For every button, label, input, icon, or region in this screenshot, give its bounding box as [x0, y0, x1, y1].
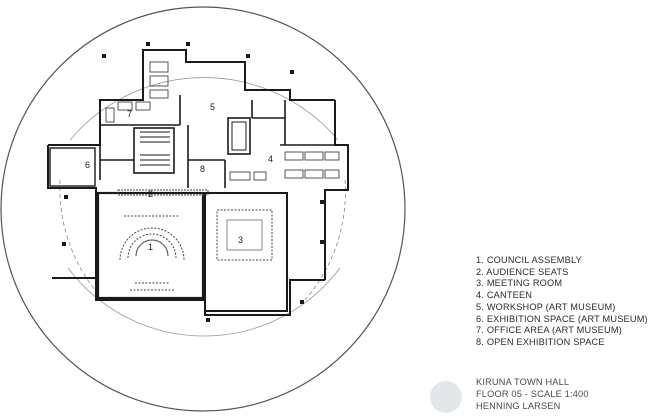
meeting-table — [216, 209, 273, 261]
title-block: KIRUNA TOWN HALL FLOOR 05 - SCALE 1:400 … — [476, 377, 589, 412]
council-assembly-room — [96, 191, 205, 300]
structural-columns — [62, 42, 324, 322]
stair-core — [133, 117, 251, 174]
glazing-arc-left — [59, 179, 96, 291]
legend-item: 4. CANTEEN — [476, 290, 533, 301]
room-marker-7: 7 — [127, 109, 132, 119]
room-marker-3: 3 — [238, 235, 243, 245]
north-indicator-disc — [430, 381, 462, 413]
room-marker-5: 5 — [210, 102, 215, 112]
room-marker-4: 4 — [268, 154, 273, 164]
canteen-tables — [229, 151, 340, 181]
room-marker-8: 8 — [200, 164, 205, 174]
meeting-table-inner — [226, 219, 263, 251]
glazing-arc-right — [304, 179, 346, 301]
legend-item: 3. MEETING ROOM — [476, 278, 563, 289]
inner-ring-arc-top — [69, 77, 339, 141]
legend-item: 2. AUDIENCE SEATS — [476, 266, 569, 277]
outer-facade-circle — [0, 6, 406, 412]
legend-item: 8. OPEN EXHIBITION SPACE — [476, 336, 605, 347]
council-seating-rings — [119, 215, 185, 291]
legend-item: 1. COUNCIL ASSEMBLY — [476, 255, 582, 265]
project-title: KIRUNA TOWN HALL — [476, 377, 570, 387]
meeting-room — [204, 192, 288, 312]
room-marker-2: 2 — [148, 189, 153, 199]
room-marker-6: 6 — [85, 160, 90, 170]
building-outline — [47, 49, 349, 316]
legend-item: 5. WORKSHOP (ART MUSEUM) — [476, 301, 616, 312]
office-desks — [105, 61, 169, 123]
audience-seats-strip — [117, 189, 209, 196]
architect-name: HENNING LARSEN — [476, 400, 561, 411]
legend-item: 6. EXHIBITION SPACE (ART MUSEUM) — [476, 313, 648, 324]
exhibition-space-room — [49, 147, 96, 187]
floor-scale: FLOOR 05 - SCALE 1:400 — [476, 388, 589, 399]
plan-legend: 1. COUNCIL ASSEMBLY 2. AUDIENCE SEATS 3.… — [476, 255, 648, 349]
interior-partitions — [99, 95, 348, 188]
legend-item: 7. OFFICE AREA (ART MUSEUM) — [476, 325, 622, 336]
room-marker-1: 1 — [148, 242, 153, 252]
